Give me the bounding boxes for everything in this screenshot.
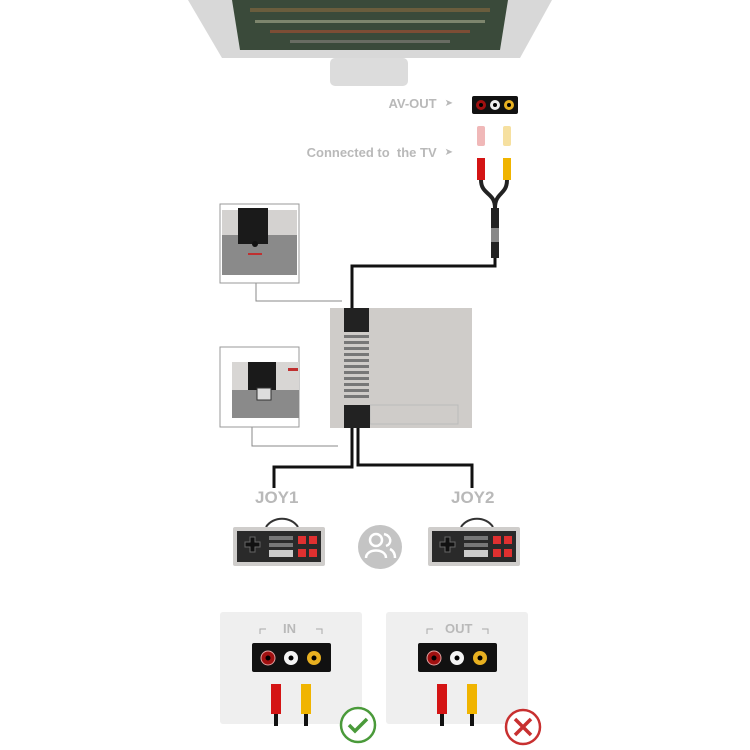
panel-in-label: IN [283, 621, 296, 636]
cable [272, 258, 497, 488]
connected-tv-label: Connected to the TV [306, 145, 437, 160]
arrow-icon: ➤ [444, 98, 453, 109]
cross-icon [504, 708, 542, 746]
console-icon [330, 308, 472, 428]
inset-leader-line [251, 283, 342, 447]
monitor-icon [188, 0, 552, 86]
check-icon [339, 706, 377, 744]
panel-out-wrong [386, 612, 528, 726]
rca-plug-icon [477, 126, 511, 258]
panel-in-correct [220, 612, 362, 726]
inset-av-port [219, 203, 300, 284]
panel-out-label: OUT [445, 621, 473, 636]
av-out-label: AV-OUT [388, 96, 437, 111]
av-out-row: AV-OUT ➤ [388, 96, 453, 111]
joy1-label: JOY1 [255, 488, 299, 507]
av-out-jack-icon [472, 96, 518, 114]
inset-joy-ports [219, 346, 300, 428]
connected-tv-row: Connected to the TV ➤ [307, 145, 453, 160]
users-icon [358, 525, 402, 569]
arrow-icon: ➤ [444, 147, 453, 158]
controller-icon-joy2 [428, 517, 520, 566]
joy2-label: JOY2 [451, 488, 495, 507]
controller-icon-joy1 [233, 517, 325, 566]
